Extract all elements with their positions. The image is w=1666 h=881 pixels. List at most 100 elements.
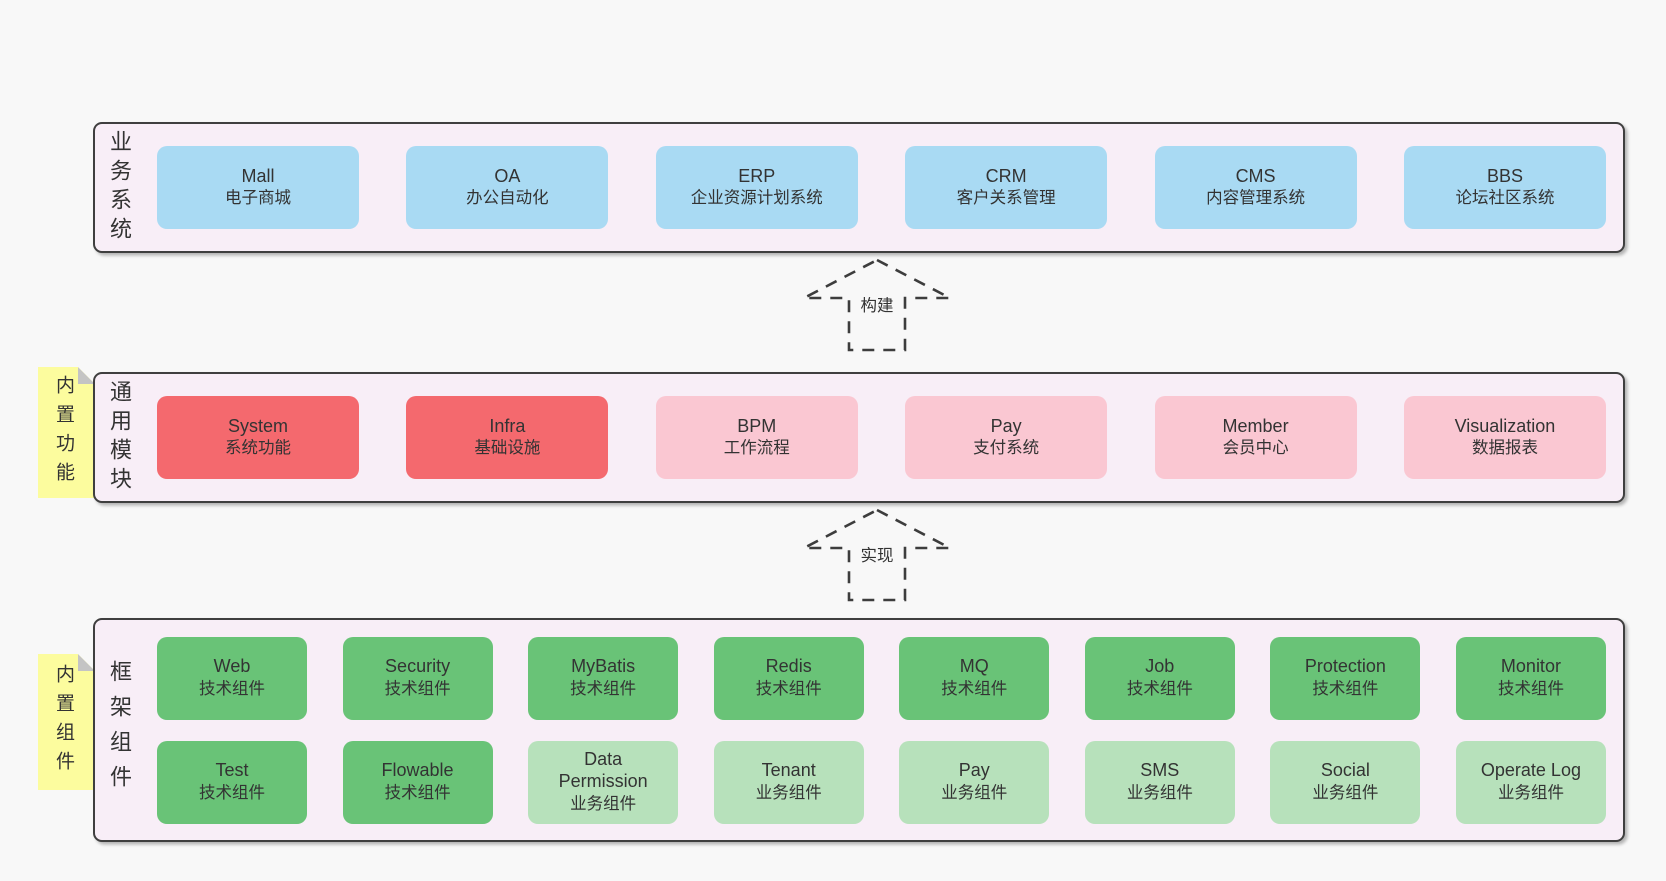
module-box-flowable: Flowable 技术组件	[342, 740, 493, 824]
module-box-bpm: BPM 工作流程	[655, 396, 858, 479]
module-name-en: Mall	[241, 165, 275, 186]
module-name-zh: 系统功能	[225, 439, 291, 458]
module-name-en: Job	[1145, 656, 1175, 677]
module-name-en: Data Permission	[558, 748, 648, 792]
module-name-zh: 基础设施	[474, 439, 541, 458]
module-name-en: SMS	[1140, 760, 1180, 781]
module-box-monitor: Monitor 技术组件	[1455, 636, 1606, 720]
module-name-zh: 业务组件	[1126, 783, 1193, 802]
module-name-zh: 会员中心	[1222, 439, 1289, 458]
module-box-security: Security 技术组件	[342, 636, 493, 720]
module-name-en: Infra	[489, 415, 526, 436]
module-box-erp: ERP 企业资源计划系统	[655, 146, 858, 229]
module-name-en: Redis	[765, 656, 812, 677]
module-box-protection: Protection 技术组件	[1270, 636, 1421, 720]
module-name-en: Test	[215, 760, 249, 781]
module-name-en: Tenant	[761, 760, 816, 781]
module-box-operate-log: Operate Log 业务组件	[1455, 740, 1606, 824]
module-name-zh: 技术组件	[199, 783, 265, 802]
module-name-zh: 客户关系管理	[956, 189, 1056, 208]
build-arrow: 构建	[801, 256, 953, 354]
module-name-en: Protection	[1304, 656, 1386, 677]
module-box-redis: Redis 技术组件	[713, 636, 864, 720]
module-name-zh: 技术组件	[941, 679, 1008, 698]
module-name-en: Monitor	[1500, 656, 1561, 677]
module-name-zh: 技术组件	[570, 679, 637, 698]
module-name-zh: 技术组件	[1126, 679, 1193, 698]
module-name-zh: 业务组件	[1497, 783, 1564, 802]
module-name-en: MyBatis	[571, 656, 636, 677]
module-name-zh: 技术组件	[755, 679, 822, 698]
note-text: 内置组件	[53, 664, 74, 780]
module-box-member: Member 会员中心	[1154, 396, 1357, 479]
section-label-column: 业务系统	[95, 124, 143, 251]
module-box-mall: Mall 电子商城	[157, 146, 359, 229]
module-name-zh: 技术组件	[384, 783, 451, 802]
module-box-tenant: Tenant 业务组件	[713, 740, 864, 824]
module-name-en: CRM	[985, 165, 1027, 186]
module-name-zh: 业务组件	[941, 783, 1008, 802]
module-name-en: Security	[385, 656, 451, 677]
module-name-zh: 内容管理系统	[1206, 189, 1306, 208]
module-box-mq: MQ 技术组件	[899, 636, 1050, 720]
module-name-en: MQ	[959, 656, 989, 677]
module-name-zh: 企业资源计划系统	[690, 189, 823, 208]
section-label-column: 通用模块	[95, 374, 143, 501]
module-box-mybatis: MyBatis 技术组件	[528, 636, 679, 720]
module-name-zh: 数据报表	[1471, 439, 1538, 458]
module-name-zh: 业务组件	[755, 783, 822, 802]
module-name-zh: 业务组件	[570, 794, 637, 813]
implement-arrow: 实现	[801, 506, 953, 604]
section-label: 框架组件	[107, 660, 132, 800]
module-box-sms: SMS 业务组件	[1084, 740, 1235, 824]
note-text: 内置功能	[53, 374, 74, 491]
module-name-zh: 技术组件	[1497, 679, 1564, 698]
module-box-job: Job 技术组件	[1084, 636, 1235, 720]
module-name-en: BBS	[1486, 165, 1523, 186]
module-name-en: Operate Log	[1480, 760, 1581, 781]
module-box-system: System 系统功能	[157, 396, 359, 479]
module-name-zh: 工作流程	[723, 439, 790, 458]
build-arrow-label: 构建	[857, 290, 897, 318]
module-name-zh: 支付系统	[973, 439, 1040, 458]
module-name-zh: 电子商城	[225, 189, 291, 208]
module-name-en: System	[227, 415, 288, 436]
module-box-crm: CRM 客户关系管理	[905, 146, 1108, 229]
module-box-infra: Infra 基础设施	[406, 396, 609, 479]
module-name-zh: 业务组件	[1312, 783, 1379, 802]
dashed-up-arrow-icon	[803, 258, 951, 352]
builtin-features-note: 内置功能	[38, 367, 95, 498]
module-name-en: BPM	[737, 415, 777, 436]
module-box-bbs: BBS 论坛社区系统	[1403, 146, 1606, 229]
module-name-en: Web	[213, 656, 251, 677]
module-name-zh: 论坛社区系统	[1455, 189, 1555, 208]
module-name-en: Flowable	[381, 760, 454, 781]
module-name-zh: 技术组件	[384, 679, 451, 698]
section-label: 通用模块	[107, 379, 132, 496]
module-name-zh: 技术组件	[1312, 679, 1379, 698]
module-name-zh: 技术组件	[199, 679, 265, 698]
module-box-web: Web 技术组件	[157, 636, 307, 720]
module-name-en: ERP	[738, 165, 776, 186]
section-label-column: 框架组件	[95, 620, 143, 840]
section-label: 业务系统	[107, 129, 132, 246]
builtin-components-note: 内置组件	[38, 654, 95, 790]
module-name-en: Member	[1222, 415, 1289, 436]
